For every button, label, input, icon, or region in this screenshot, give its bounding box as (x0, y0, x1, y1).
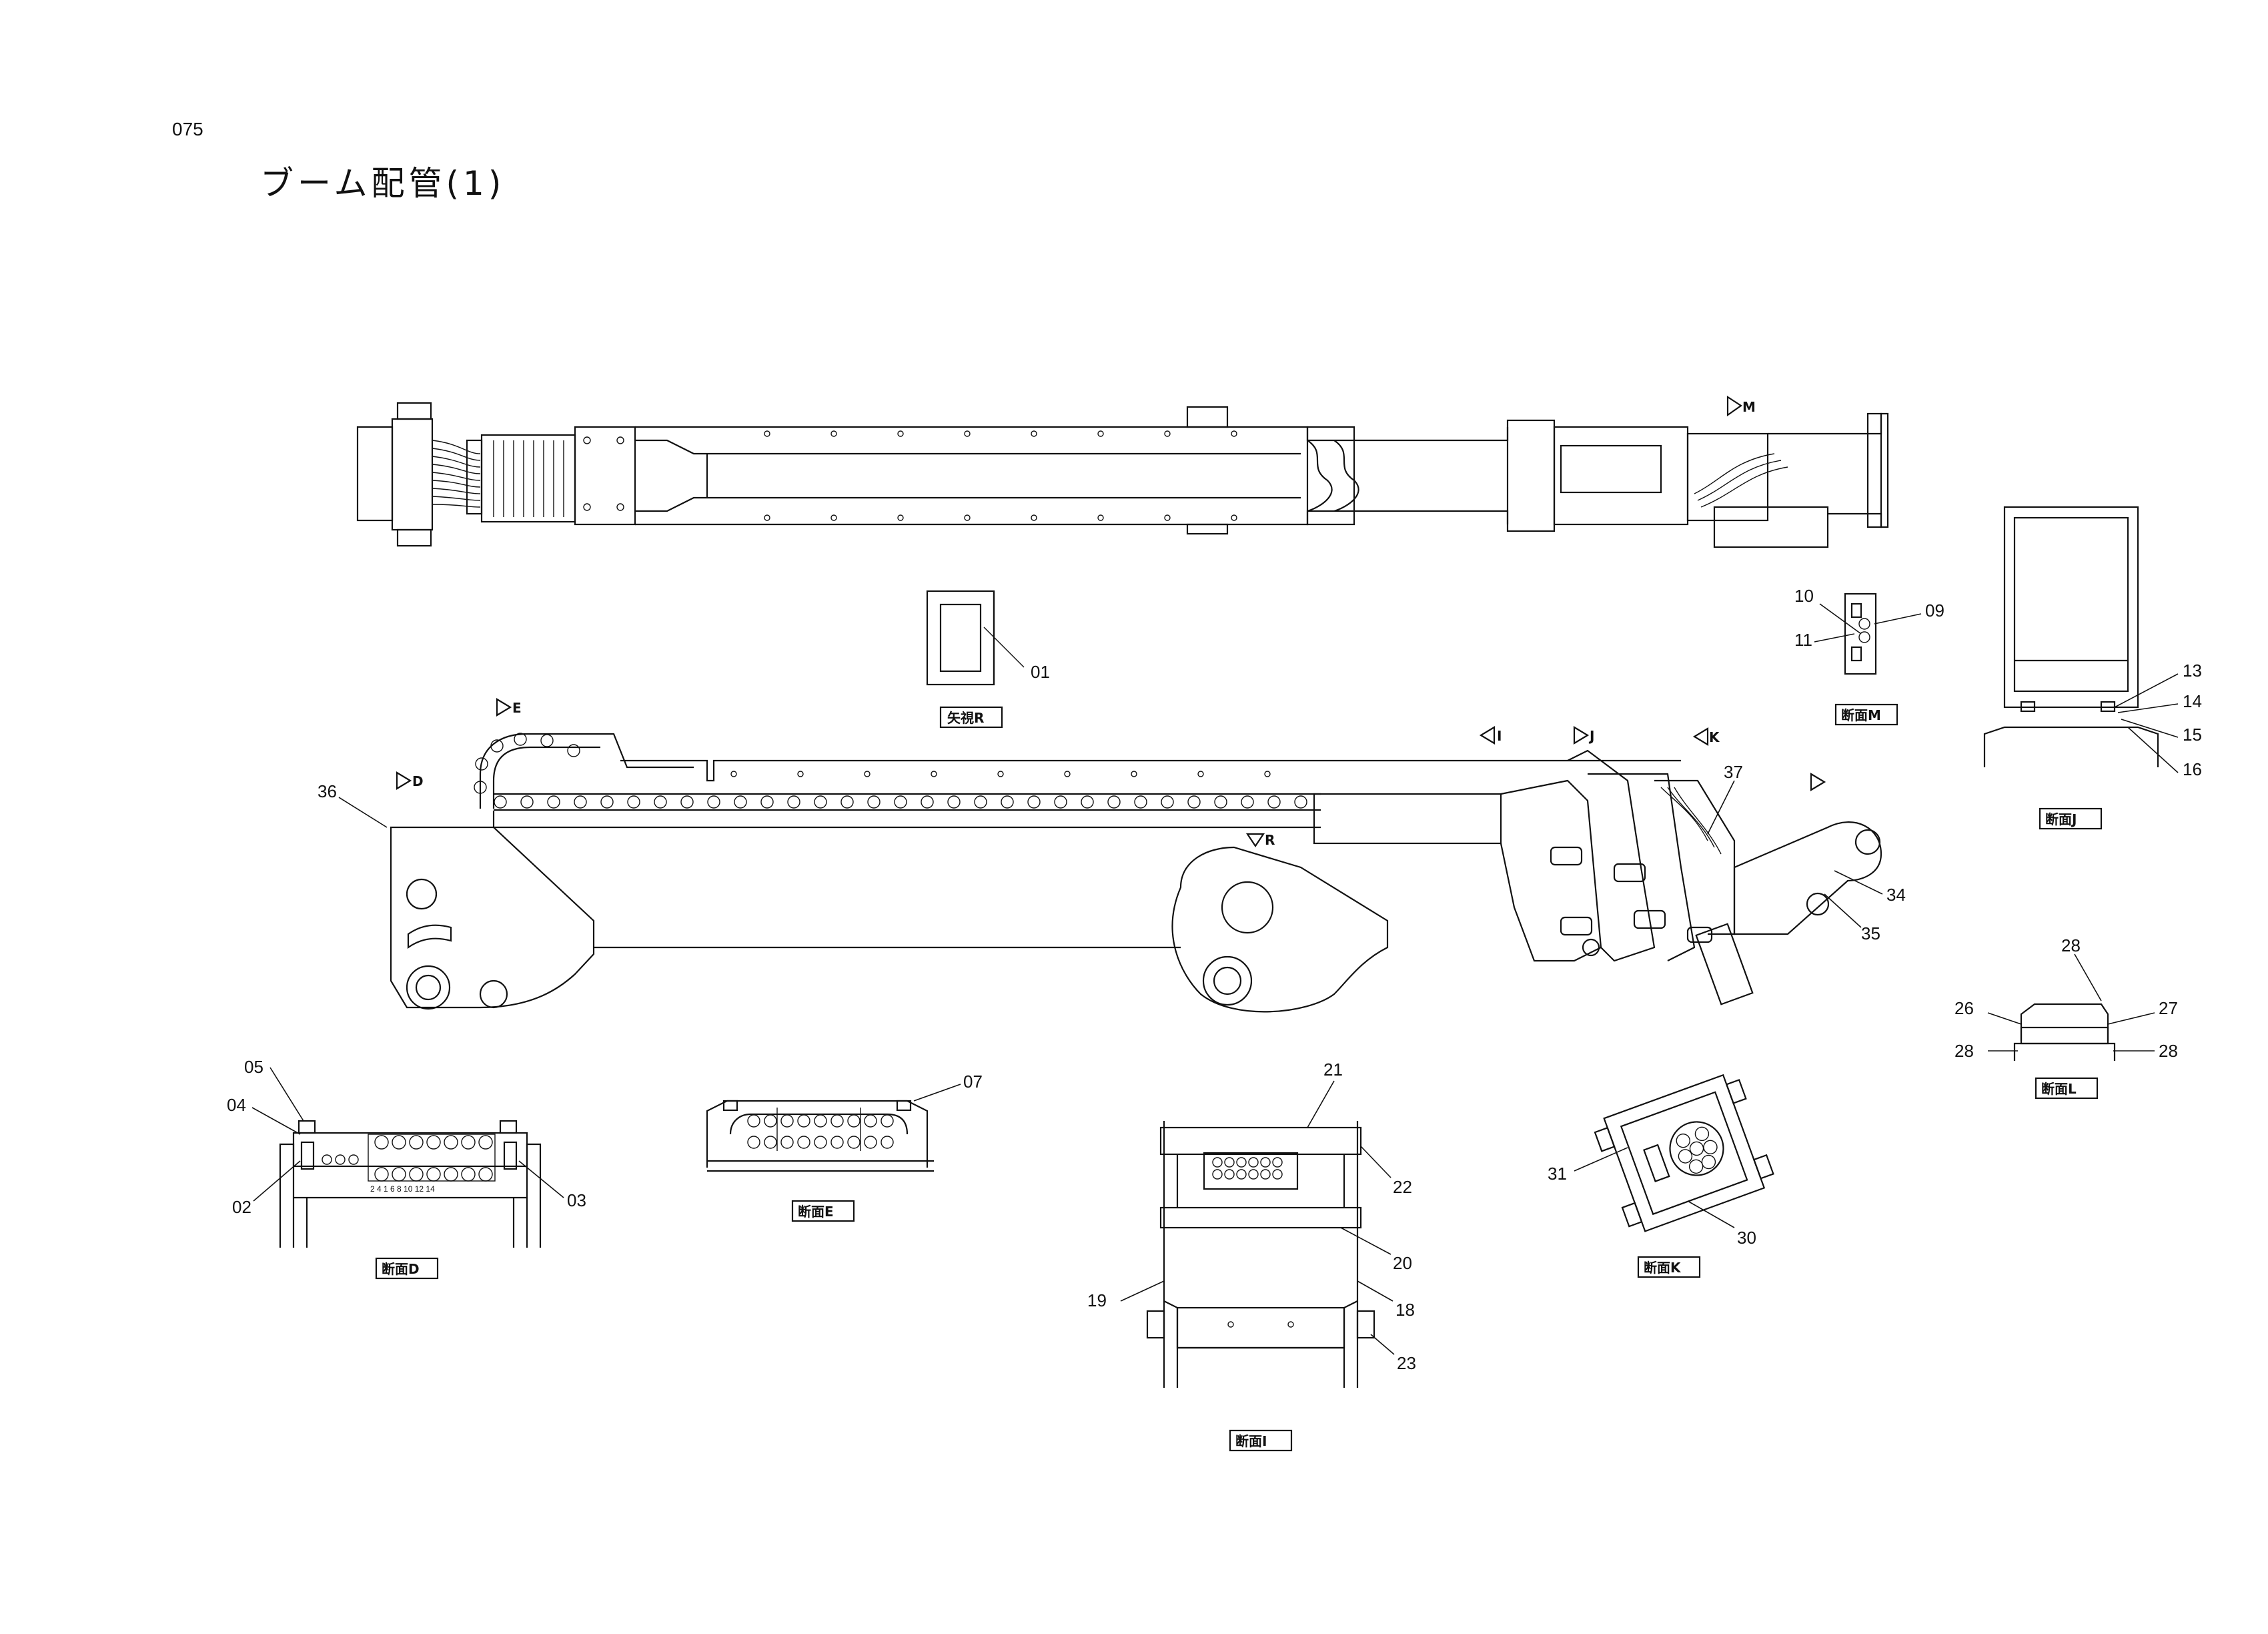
part-number-34: 34 (1886, 885, 1906, 905)
part-number-21: 21 (1323, 1060, 1343, 1080)
view-marker-m: M (1726, 395, 1756, 417)
view-marker-m-label: M (1742, 399, 1756, 415)
part-number-20: 20 (1393, 1253, 1412, 1273)
view-marker-d-label: D (412, 773, 424, 789)
view-marker-k-label: K (1709, 729, 1720, 745)
view-marker-e-label: E (512, 700, 522, 716)
part-number-07: 07 (963, 1072, 983, 1092)
view-marker-d: D (396, 771, 424, 790)
view-marker-k: K (1692, 727, 1720, 746)
view-marker-j: J (1573, 726, 1594, 745)
part-number-02: 02 (232, 1197, 251, 1217)
boom-top-view (356, 402, 1889, 548)
section-j-detail: 13 14 15 16 断面J (1983, 506, 2202, 830)
section-m-detail: 10 11 09 断面M (1794, 586, 1944, 726)
part-number-35: 35 (1861, 923, 1880, 943)
part-number-18: 18 (1395, 1300, 1415, 1320)
view-marker-e: E (496, 698, 522, 717)
part-number-13: 13 (2183, 661, 2202, 681)
section-label-k: 断面K (1644, 1260, 1682, 1276)
section-k-detail (1594, 1074, 1774, 1232)
part-number-01: 01 (1031, 662, 1050, 682)
section-label-m: 断面M (1841, 707, 1881, 723)
part-number-31: 31 (1548, 1164, 1567, 1184)
part-number-09: 09 (1925, 600, 1944, 621)
view-r-detail: 01 矢視R (926, 590, 1050, 729)
part-number-23: 23 (1397, 1353, 1416, 1373)
part-number-15: 15 (2183, 725, 2202, 745)
part-number-14: 14 (2183, 691, 2202, 711)
section-label-i: 断面I (1235, 1433, 1267, 1449)
part-number-30: 30 (1737, 1228, 1756, 1248)
section-label-j: 断面J (2045, 811, 2077, 827)
section-d-detail: 2 4 1 6 8 10 12 14 05 04 02 03 断面D (227, 1057, 586, 1280)
part-number-04: 04 (227, 1095, 246, 1115)
part-number-10: 10 (1794, 586, 1814, 606)
part-number-11: 11 (1794, 630, 1812, 650)
section-label-e: 断面E (798, 1204, 834, 1220)
part-number-28-left: 28 (1954, 1041, 1974, 1061)
view-marker-k2 (1810, 773, 1826, 791)
view-marker-i-label: I (1497, 728, 1502, 744)
boom-side-view (390, 733, 1882, 1013)
section-i-detail: 21 22 20 19 18 23 断面I (1087, 1060, 1416, 1452)
part-number-28-right: 28 (2159, 1041, 2178, 1061)
page-number: 075 (172, 119, 203, 139)
part-number-27: 27 (2159, 998, 2178, 1018)
part-number-37: 37 (1724, 762, 1743, 782)
section-label-d: 断面D (382, 1261, 420, 1277)
part-number-03: 03 (567, 1190, 586, 1210)
part-number-22: 22 (1393, 1177, 1412, 1197)
section-l-detail: 28 26 27 28 28 断面L (1954, 935, 2178, 1100)
cable-chain-links (474, 733, 1307, 809)
part-number-28-top: 28 (2061, 935, 2081, 955)
part-number-26: 26 (1954, 998, 1974, 1018)
view-marker-r: R (1245, 832, 1275, 848)
part-number-16: 16 (2183, 759, 2202, 779)
section-label-l: 断面L (2041, 1081, 2077, 1097)
diagram-title: ブーム配管(1) (260, 164, 506, 203)
view-marker-j-label: J (1588, 728, 1594, 744)
view-marker-i: I (1479, 726, 1502, 745)
hose-number-row: 2 4 1 6 8 10 12 14 (370, 1184, 435, 1194)
part-number-19: 19 (1087, 1290, 1107, 1310)
part-number-36: 36 (318, 781, 337, 801)
part-number-05: 05 (244, 1057, 263, 1077)
view-marker-r-label: R (1265, 832, 1275, 848)
section-e-detail: 07 断面E (706, 1072, 983, 1222)
section-label-r: 矢視R (947, 710, 984, 726)
